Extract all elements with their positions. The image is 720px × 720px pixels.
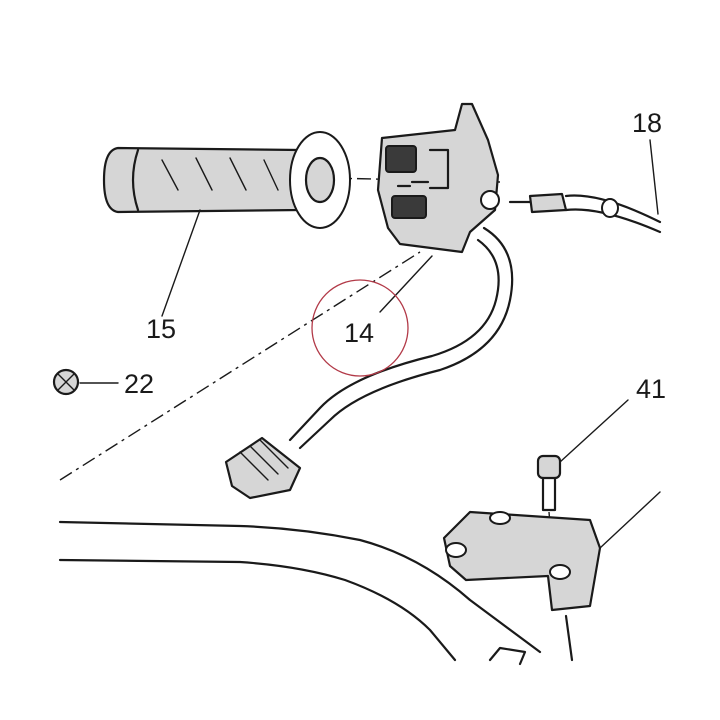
callout-22: 22: [124, 369, 155, 399]
leader-41: [559, 399, 629, 463]
highlight-circle: [311, 279, 409, 377]
screw-part-22: [52, 368, 80, 396]
handlebar-tube: [58, 520, 542, 666]
leader-41b: [599, 491, 661, 549]
assembly-axis-line: [59, 251, 421, 481]
switch-housing: [376, 102, 500, 254]
handlebar-grip: [102, 131, 351, 229]
callout-41: 41: [636, 374, 667, 404]
handlebar-clamp: [442, 510, 602, 662]
throttle-cable: [508, 192, 662, 234]
callout-leaders: [79, 139, 661, 549]
callout-15: 15: [146, 314, 177, 344]
leader-14: [379, 255, 433, 313]
leader-18: [649, 139, 659, 215]
wiring-harness: [224, 226, 514, 500]
clamp-bolt: [536, 454, 562, 561]
callout-14: 14: [344, 318, 375, 348]
leader-15: [161, 209, 201, 317]
callout-18: 18: [632, 108, 663, 138]
